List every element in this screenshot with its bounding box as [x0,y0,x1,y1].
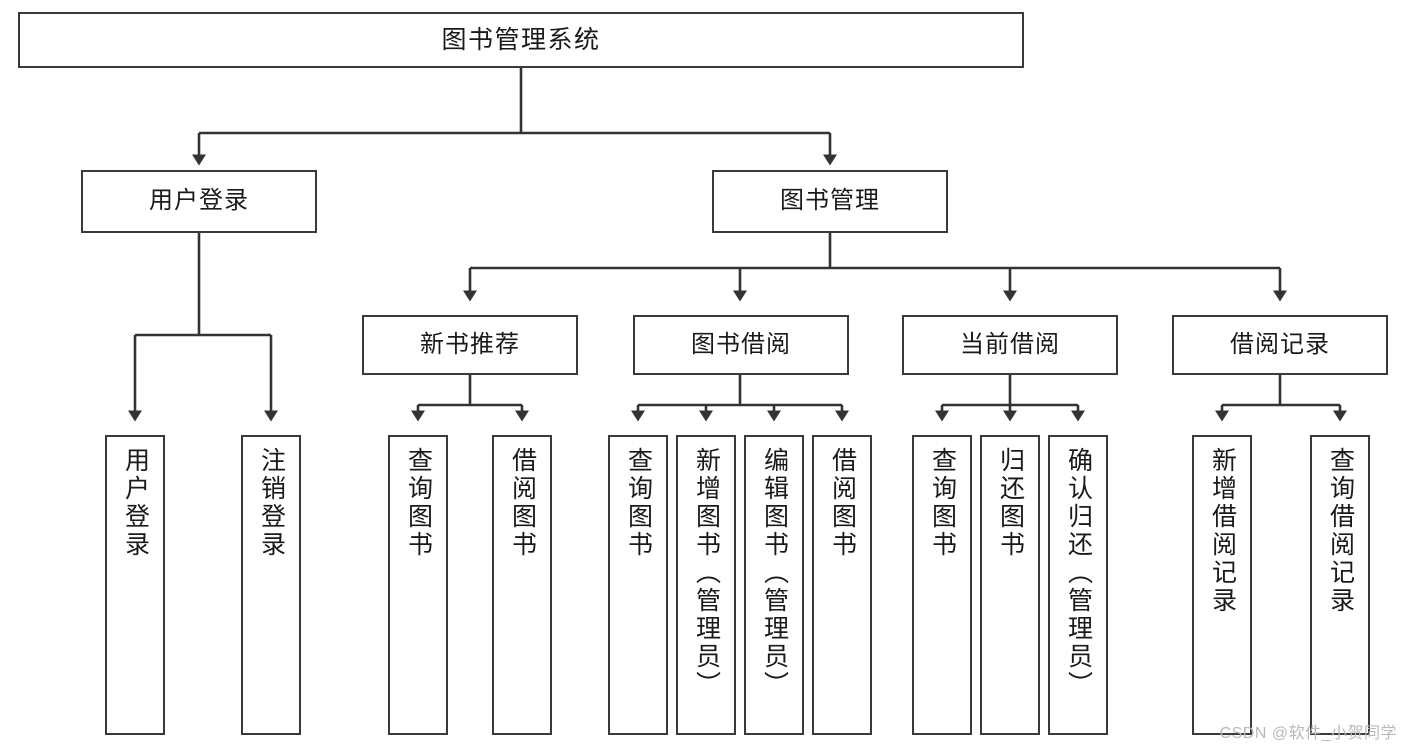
leaf-confirm-return-admin[interactable]: 确认归还（管理员） [1048,435,1108,735]
leaf-user-login[interactable]: 用户登录 [105,435,165,735]
leaf-query-borrow-record[interactable]: 查询借阅记录 [1310,435,1370,735]
leaf-add-book-admin[interactable]: 新增图书（管理员） [676,435,736,735]
csdn-watermark: CSDN @软件_小贺同学 [1219,725,1397,742]
node-root-system[interactable]: 图书管理系统 [18,12,1024,68]
node-label: 用户登录 [149,187,249,215]
leaf-query-book-current[interactable]: 查询图书 [912,435,972,735]
node-label: 借阅记录 [1230,330,1330,358]
node-label: 查询图书 [928,447,957,559]
leaf-add-borrow-record[interactable]: 新增借阅记录 [1192,435,1252,735]
node-label: 图书借阅 [691,330,791,358]
node-label: 当前借阅 [960,330,1060,358]
leaf-borrow-book-recommend[interactable]: 借阅图书 [492,435,552,735]
node-label: 用户登录 [121,447,150,559]
leaf-edit-book-admin[interactable]: 编辑图书（管理员） [744,435,804,735]
node-label: 借阅图书 [508,447,537,559]
node-label: 新增图书（管理员） [692,447,721,699]
node-label: 新增借阅记录 [1208,447,1237,615]
node-label: 注销登录 [257,447,286,559]
leaf-logout[interactable]: 注销登录 [241,435,301,735]
leaf-borrow-book[interactable]: 借阅图书 [812,435,872,735]
node-book-borrow[interactable]: 图书借阅 [633,315,849,375]
node-label: 查询图书 [624,447,653,559]
leaf-return-book[interactable]: 归还图书 [980,435,1040,735]
node-label: 新书推荐 [420,330,520,358]
node-label: 查询借阅记录 [1326,447,1355,615]
node-label: 归还图书 [996,447,1025,559]
node-label: 查询图书 [404,447,433,559]
node-book-management[interactable]: 图书管理 [712,170,948,233]
node-label: 图书管理 [780,187,880,215]
node-label: 图书管理系统 [441,26,601,54]
node-label: 借阅图书 [828,447,857,559]
node-label: 确认归还（管理员） [1064,447,1093,699]
node-new-book-recommend[interactable]: 新书推荐 [362,315,578,375]
node-borrow-record[interactable]: 借阅记录 [1172,315,1388,375]
node-user-login[interactable]: 用户登录 [81,170,317,233]
leaf-query-book-borrow[interactable]: 查询图书 [608,435,668,735]
node-current-borrow[interactable]: 当前借阅 [902,315,1118,375]
node-label: 编辑图书（管理员） [760,447,789,699]
leaf-query-book-recommend[interactable]: 查询图书 [388,435,448,735]
